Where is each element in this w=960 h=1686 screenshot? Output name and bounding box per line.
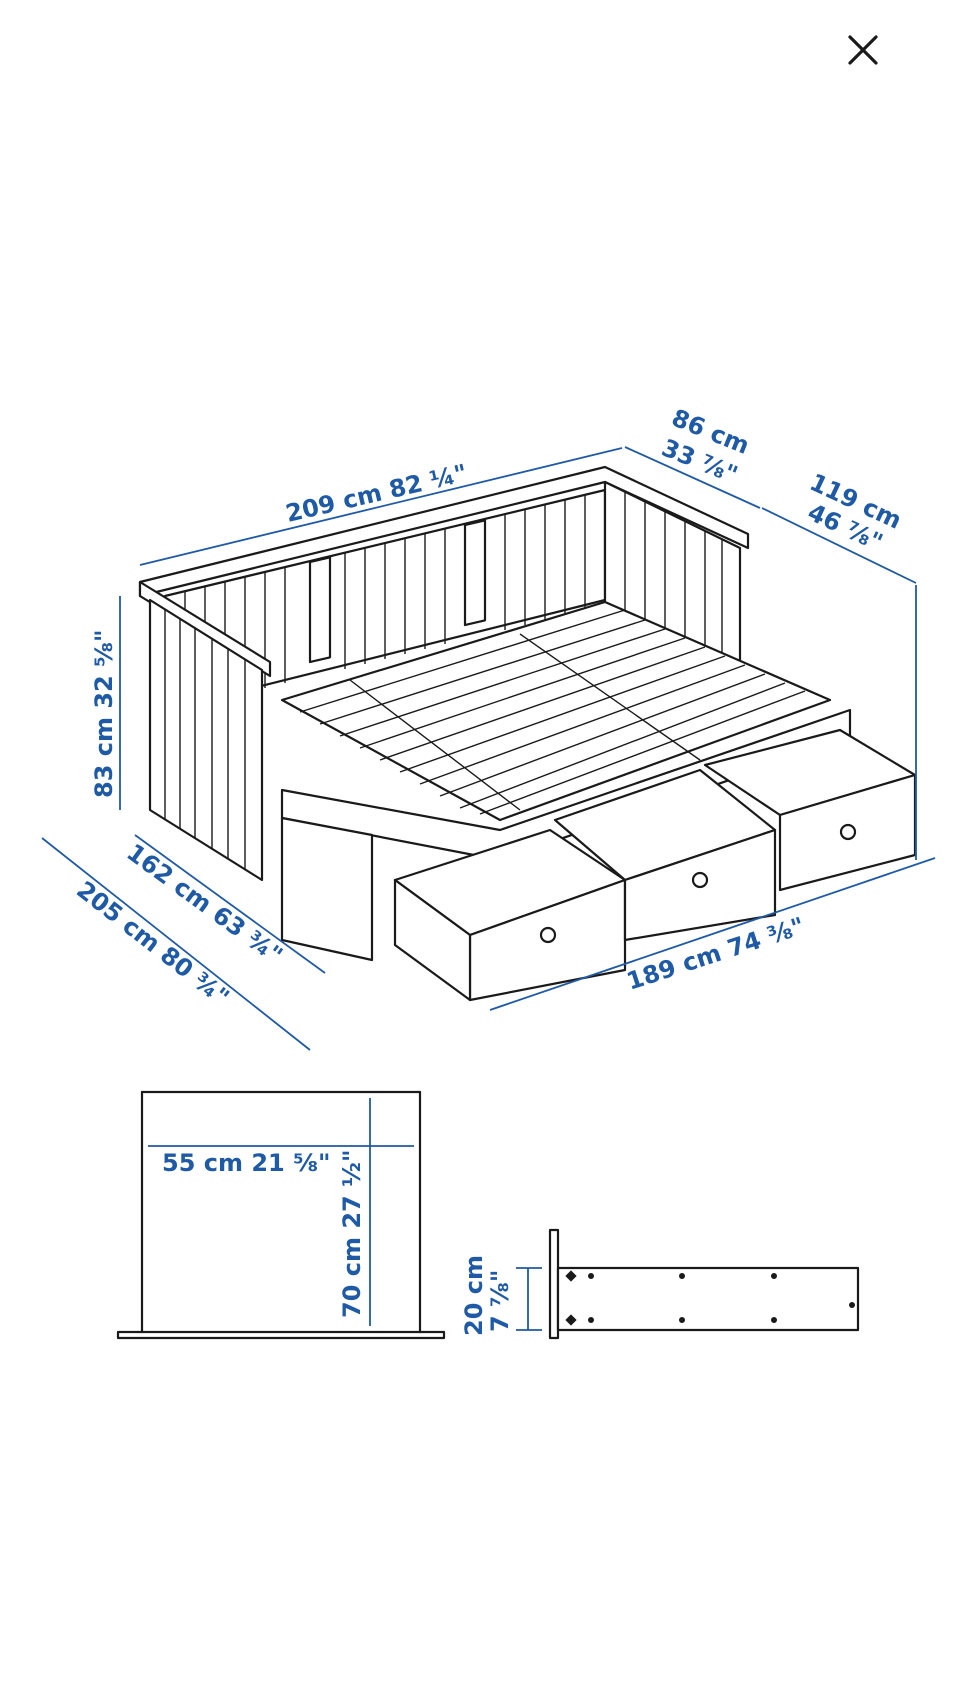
daybed-illustration — [138, 465, 917, 1002]
close-button[interactable] — [838, 25, 888, 75]
drawer-plan-view: 55 cm 21 ⅝" 70 cm 27 ½" — [116, 1090, 446, 1340]
drawer-height-in: 7 ⅞" — [486, 1270, 514, 1332]
drawer-height-cm: 20 cm — [460, 1255, 488, 1336]
drawer-side-view: 20 cm 7 ⅞" — [460, 1228, 860, 1340]
drawer-inner-depth: 70 cm 27 ½" — [338, 1150, 366, 1318]
drawer-inner-width: 55 cm 21 ⅝" — [162, 1149, 330, 1177]
dim-height: 83 cm 32 ⅝" — [90, 630, 118, 798]
dimension-lines — [41, 446, 936, 1051]
close-icon — [848, 35, 878, 65]
